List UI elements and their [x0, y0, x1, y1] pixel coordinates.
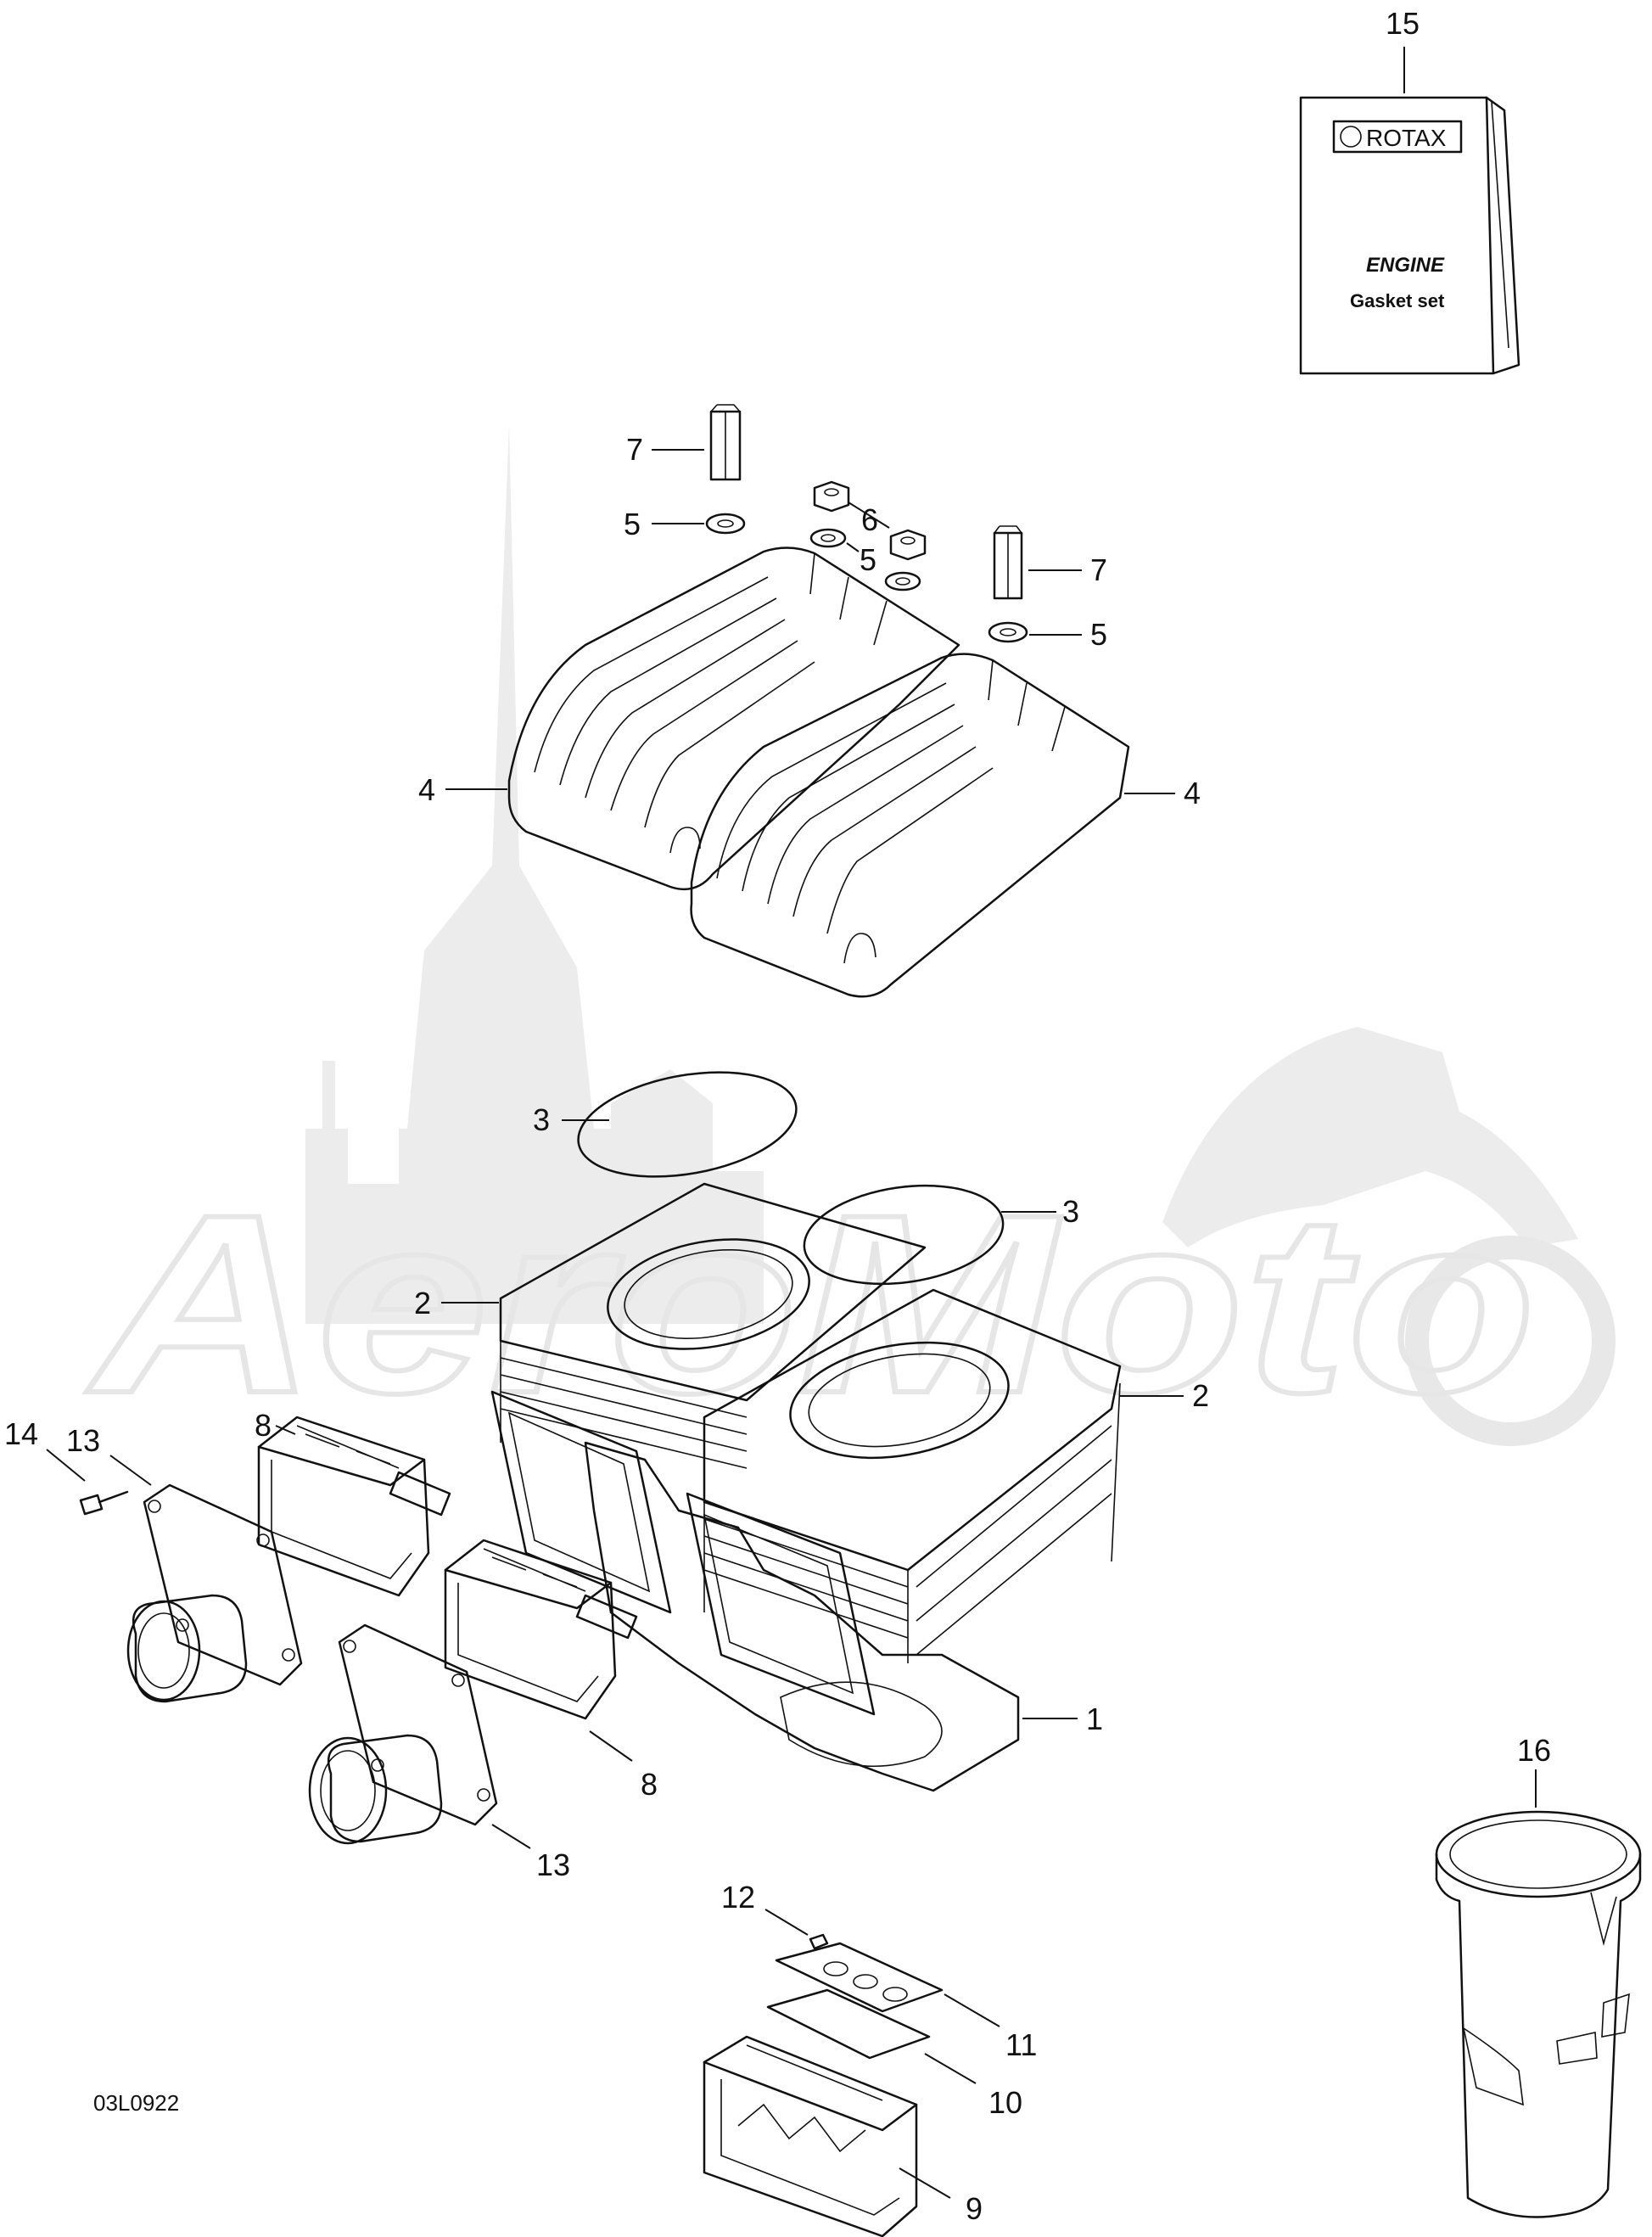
callout-13-upper: 13 [66, 1423, 100, 1458]
part-7-stud-right [993, 525, 1023, 600]
part-16-cylinder-liner [1435, 1810, 1642, 2218]
callout-labels: 15 7 5 6 5 7 5 4 4 3 3 2 2 8 13 14 1 8 1… [4, 6, 1551, 2226]
part-4-cylinder-head-right [690, 653, 1130, 998]
callout-12: 12 [721, 1880, 755, 1915]
callout-10: 10 [988, 2085, 1022, 2120]
callout-5-upper: 5 [860, 542, 876, 577]
callout-1: 1 [1086, 1702, 1103, 1736]
part-1-base-gasket [584, 1441, 1020, 1792]
callout-3-left: 3 [533, 1102, 550, 1137]
part-13-intake-manifold-upper [126, 1483, 303, 1703]
callout-5-right: 5 [1090, 617, 1107, 652]
part-15-gasket-set-manual: ROTAX ENGINE Gasket set [1299, 96, 1520, 375]
callout-2-left: 2 [414, 1286, 431, 1320]
part-6-nut-lower [889, 529, 927, 561]
part-12-screw [809, 1933, 829, 1950]
part-8-reed-valve-lower [444, 1539, 638, 1720]
callout-14: 14 [4, 1416, 38, 1451]
part-7-stud-left [709, 404, 742, 481]
part-13-intake-manifold-lower [308, 1623, 498, 1845]
watermark-text: AeroMoto [84, 1161, 1536, 1446]
part-2-cylinder-right [703, 1288, 1122, 1663]
part-4-cylinder-head-left [507, 547, 960, 891]
part-5-washer-upper [809, 528, 847, 548]
part-9-reed-block [703, 2035, 918, 2237]
manual-brand: ROTAX [1366, 125, 1447, 151]
part-11-reed-stopper [775, 1942, 944, 2013]
part-6-nut-upper [813, 480, 850, 513]
watermark: AeroMoto [81, 424, 1616, 1449]
part-14-screw [79, 1490, 129, 1516]
callout-7-left: 7 [626, 432, 643, 467]
part-3-oring-left [577, 1071, 798, 1178]
callout-9: 9 [966, 2191, 983, 2226]
part-5-washer-lower [884, 571, 921, 591]
callout-4-left: 4 [418, 772, 435, 807]
part-2-cylinder-left [499, 1182, 927, 1469]
part-5-washer-right [988, 621, 1028, 643]
manual-line1: ENGINE [1366, 254, 1445, 277]
callout-11: 11 [1005, 2027, 1037, 2062]
callout-5-left: 5 [624, 507, 641, 541]
manual-line2: Gasket set [1350, 290, 1445, 311]
callout-8-upper: 8 [255, 1408, 272, 1443]
callout-16: 16 [1517, 1733, 1551, 1768]
callout-2-right: 2 [1192, 1378, 1209, 1413]
drawing-code: 03L0922 [93, 2090, 179, 2116]
callout-13-lower: 13 [536, 1847, 570, 1882]
callout-3-right: 3 [1062, 1194, 1079, 1229]
callout-7-right: 7 [1090, 552, 1107, 587]
leader-lines [46, 47, 1537, 2199]
callout-8-lower: 8 [641, 1767, 658, 1802]
part-8-reed-valve-upper [257, 1416, 451, 1597]
callout-15: 15 [1386, 6, 1420, 41]
part-3-oring-right [803, 1184, 1005, 1286]
callout-6: 6 [861, 502, 878, 537]
callout-4-right: 4 [1184, 776, 1201, 810]
part-5-washer-left [705, 513, 746, 535]
part-10-reed-petal [766, 1988, 931, 2060]
cylinder-intake-port-right [686, 1492, 876, 1716]
